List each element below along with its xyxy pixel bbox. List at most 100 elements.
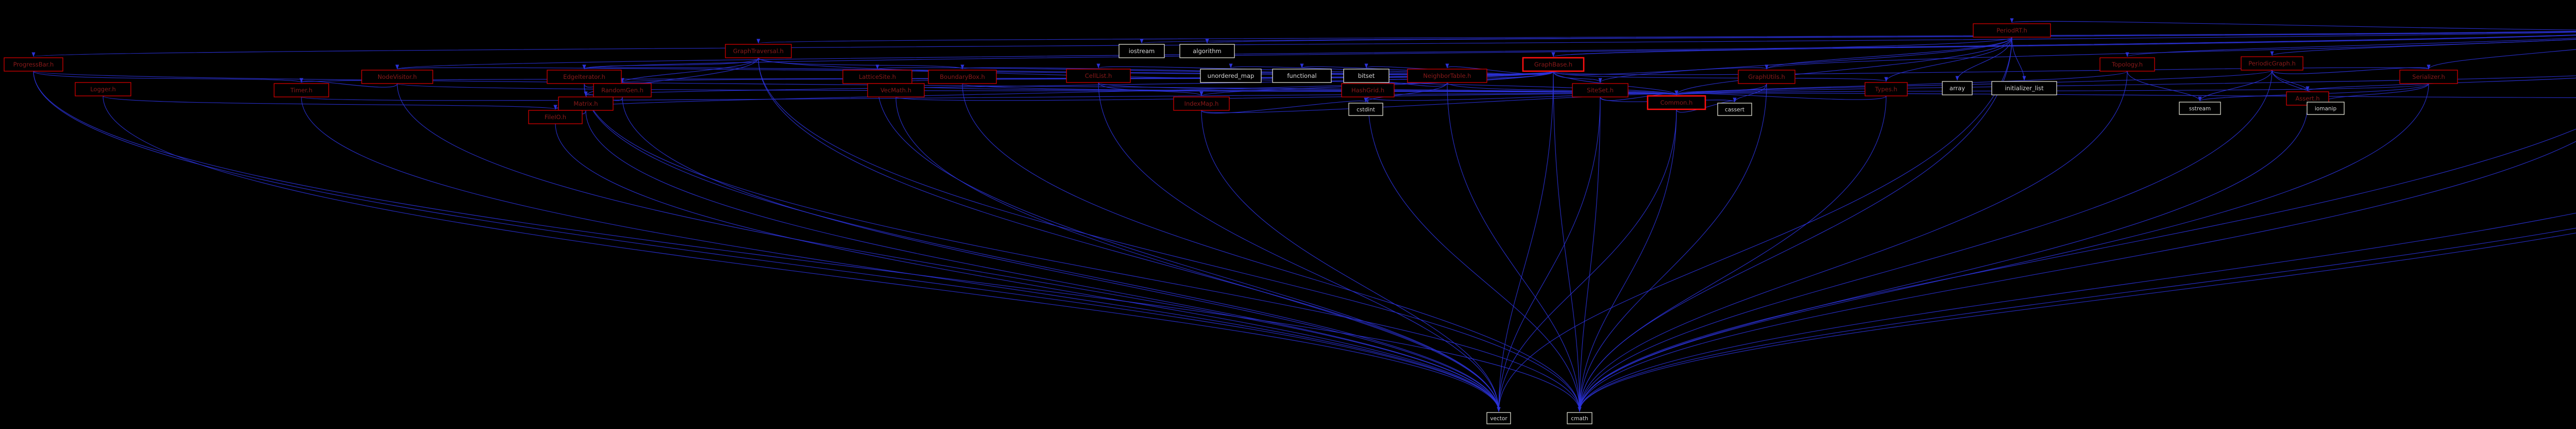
edge-hub1-b1 <box>1497 71 1554 412</box>
node-label: functional <box>1287 72 1316 79</box>
graph-node-r18[interactable]: SiteSet.h <box>1572 83 1629 97</box>
node-label: Matrix.h <box>573 100 598 107</box>
node-box[interactable] <box>1173 96 1230 111</box>
node-box[interactable] <box>528 110 583 124</box>
graph-node-p4: functional <box>1272 69 1332 83</box>
graph-node-r25[interactable]: FileIO.h <box>528 110 583 124</box>
graph-node-p7: array <box>1942 81 1973 95</box>
graph-node-r1[interactable]: PeriodRT.h <box>1973 23 2051 38</box>
node-box[interactable] <box>593 83 652 97</box>
node-label: CellList.h <box>1085 72 1112 79</box>
edge-r3-b2 <box>33 71 1582 412</box>
edge-r4-r23 <box>2272 70 2310 91</box>
edge-r27-b1 <box>103 95 1501 412</box>
graph-node-r13[interactable]: Serializer.h <box>2399 70 2458 84</box>
node-box[interactable] <box>1341 83 1395 97</box>
edge-r17-b2 <box>1367 96 1582 412</box>
edge-r23-b2 <box>1578 105 2308 412</box>
node-label: LatticeSite.h <box>859 73 896 80</box>
graph-node-r6[interactable]: NodeVisitor.h <box>361 70 433 84</box>
node-label: SiteSet.h <box>1587 87 1614 94</box>
node-box[interactable] <box>547 70 622 84</box>
graph-node-r15[interactable]: RandomGen.h <box>593 83 652 97</box>
node-box <box>1343 69 1389 83</box>
node-box[interactable] <box>1522 57 1585 72</box>
node-box[interactable] <box>2099 57 2155 72</box>
graph-node-r19[interactable]: Types.h <box>1865 82 1908 96</box>
node-box[interactable] <box>361 70 433 84</box>
edge-root-r3 <box>32 31 2576 57</box>
graph-node-r17[interactable]: HashGrid.h <box>1341 83 1395 97</box>
node-box[interactable] <box>4 57 63 72</box>
edge-r20-hub2 <box>1675 90 2576 98</box>
graph-node-r21[interactable]: Matrix.h <box>558 96 614 111</box>
node-box[interactable] <box>725 44 792 58</box>
edge-hub1-r18 <box>1553 71 1602 83</box>
node-box[interactable] <box>867 83 925 97</box>
graph-node-r3[interactable]: ProgressBar.h <box>4 57 63 72</box>
node-box[interactable] <box>1865 82 1908 96</box>
edge-r13-p12 <box>2324 83 2429 102</box>
graph-node-r12[interactable]: GraphUtils.h <box>1738 70 1795 84</box>
node-box[interactable] <box>2399 70 2458 84</box>
graph-node-r27[interactable]: Logger.h <box>75 82 131 96</box>
graph-node-r16[interactable]: VecMath.h <box>867 83 925 97</box>
node-box[interactable] <box>1066 69 1131 83</box>
graph-node-r2[interactable]: GraphTraversal.h <box>725 44 792 58</box>
graph-node-r7[interactable]: EdgeIterator.h <box>547 70 622 84</box>
edge-r8-b1 <box>877 83 1501 412</box>
graph-node-p8: initializer_list <box>1991 81 2057 95</box>
graph-node-r28[interactable]: Topology.h <box>2099 57 2155 72</box>
edge-r5-hub2 <box>1675 75 2576 95</box>
node-box <box>1942 81 1973 95</box>
edge-r3-r14 <box>33 71 303 83</box>
node-box[interactable] <box>75 82 131 96</box>
node-box[interactable] <box>1572 83 1629 97</box>
node-box[interactable] <box>928 70 997 84</box>
node-box[interactable] <box>558 96 614 111</box>
node-label: bitset <box>1358 72 1375 79</box>
edge-hub1-r25 <box>554 71 1554 110</box>
node-box[interactable] <box>1738 70 1795 84</box>
graph-node-r9[interactable]: BoundaryBox.h <box>928 70 997 84</box>
edge-r1-p7 <box>1955 37 2012 81</box>
edge-r11-hub2 <box>1447 82 1679 95</box>
node-label: initializer_list <box>2005 85 2044 92</box>
graph-node-r22[interactable]: IndexMap.h <box>1173 96 1230 111</box>
node-label: PeriodRT.h <box>1996 27 2027 34</box>
graph-node-hub1[interactable]: GraphBase.h <box>1522 57 1585 72</box>
edge-r10-r22 <box>1098 82 1204 96</box>
node-box[interactable] <box>1973 23 2051 38</box>
node-box[interactable] <box>274 83 329 97</box>
edge-r13-b2 <box>1578 83 2429 412</box>
edge-r25-b1 <box>555 123 1501 412</box>
node-box[interactable] <box>2241 56 2303 71</box>
graph-node-r4[interactable]: PeriodicGraph.h <box>2241 56 2303 71</box>
edge-r6-b1 <box>397 83 1501 412</box>
graph-node-hub2[interactable]: Common.h <box>1647 95 1706 110</box>
edge-r27-r25 <box>103 95 557 110</box>
edge-root-r1 <box>2010 18 2576 30</box>
graph-node-r11[interactable]: NeighborTable.h <box>1407 69 1487 83</box>
node-box <box>1567 412 1592 424</box>
edge-r26-b2 <box>1578 233 2576 412</box>
graph-node-r10[interactable]: CellList.h <box>1066 69 1131 83</box>
edge-r16-hub2 <box>895 90 1678 101</box>
edge-r28-p11 <box>2127 71 2202 102</box>
edge-r2-r7 <box>582 57 759 70</box>
node-label: iostream <box>1129 47 1155 55</box>
graph-node-r8[interactable]: LatticeSite.h <box>842 70 912 84</box>
edge-r6-r14 <box>299 78 398 88</box>
node-box[interactable] <box>1407 69 1487 83</box>
edge-r28-b2 <box>1578 71 2128 412</box>
node-label: NodeVisitor.h <box>378 73 417 80</box>
edge-r3-b1 <box>33 71 1501 412</box>
edge-r9-b2 <box>962 83 1582 412</box>
graph-node-r14[interactable]: Timer.h <box>274 83 329 97</box>
graph-node-p3: unordered_map <box>1200 69 1262 83</box>
node-label: IndexMap.h <box>1184 100 1219 107</box>
node-label: HashGrid.h <box>1351 87 1384 94</box>
node-label: RandomGen.h <box>601 87 643 94</box>
node-box[interactable] <box>1647 95 1706 110</box>
node-label: GraphTraversal.h <box>733 47 784 55</box>
